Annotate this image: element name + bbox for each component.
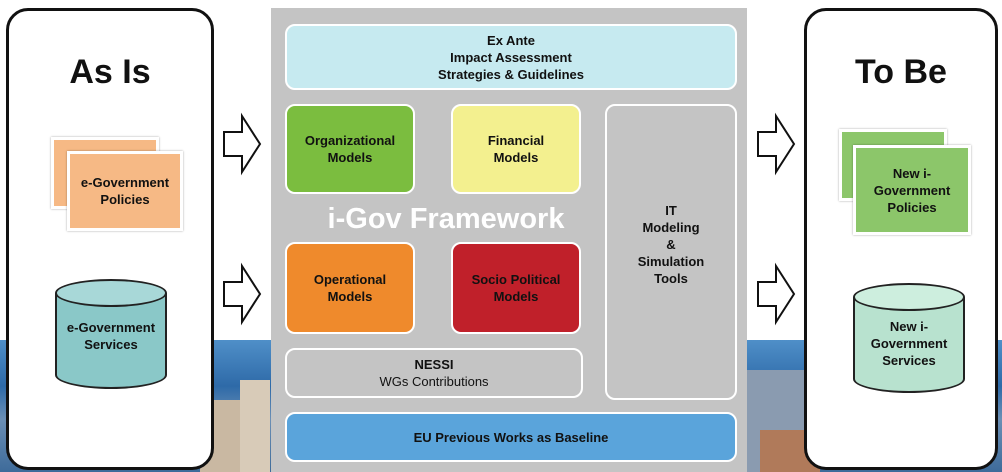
it-tools-line5: Tools xyxy=(654,271,688,286)
operational-line1: Operational xyxy=(313,272,387,287)
socio-political-line1: Socio Political xyxy=(471,272,561,287)
it-tools-line4: Simulation xyxy=(637,254,705,269)
building-shape xyxy=(240,380,270,472)
to-be-services-label: New i-Government Services xyxy=(870,318,948,368)
socio-political-models-box: Socio Political Models xyxy=(451,242,581,334)
financial-line2: Models xyxy=(493,150,539,165)
to-be-title: To Be xyxy=(855,53,947,91)
it-tools-line1: IT xyxy=(665,203,677,218)
ex-ante-line1: Ex Ante xyxy=(487,32,535,48)
as-is-services-cylinder xyxy=(55,279,167,389)
organizational-line2: Models xyxy=(327,150,373,165)
operational-models-box: Operational Models xyxy=(285,242,415,334)
arrow-right-icon xyxy=(757,262,796,326)
policy-document-front xyxy=(853,145,971,235)
as-is-policies-label: e-Government Policies xyxy=(80,175,170,207)
framework-title: i-Gov Framework xyxy=(327,203,565,235)
nessi-title: NESSI xyxy=(414,357,454,372)
ex-ante-line3: Strategies & Guidelines xyxy=(438,66,584,82)
as-is-services-label: e-Government Services xyxy=(66,320,156,352)
nessi-subtitle: WGs Contributions xyxy=(379,374,489,389)
arrow-right-icon xyxy=(757,112,796,176)
policy-document-front xyxy=(67,151,183,231)
eu-baseline-box: EU Previous Works as Baseline xyxy=(285,412,737,462)
i-gov-framework: Ex Ante Impact Assessment Strategies & G… xyxy=(271,8,747,472)
it-modeling-tools-box: IT Modeling & Simulation Tools xyxy=(605,104,737,400)
arrow-right-icon xyxy=(223,262,262,326)
as-is-title: As Is xyxy=(69,53,151,91)
to-be-panel: To Be New i-Government Policies New i-Go… xyxy=(804,8,998,470)
it-tools-line3: & xyxy=(666,237,676,252)
ex-ante-box: Ex Ante Impact Assessment Strategies & G… xyxy=(285,24,737,90)
as-is-panel: As Is e-Government Policies e-Government… xyxy=(6,8,214,470)
ex-ante-line2: Impact Assessment xyxy=(450,49,572,65)
organizational-line1: Organizational xyxy=(304,133,396,148)
financial-line1: Financial xyxy=(487,133,545,148)
to-be-policies-label: New i-Government Policies xyxy=(873,165,951,215)
to-be-services-cylinder xyxy=(853,283,965,393)
organizational-models-box: Organizational Models xyxy=(285,104,415,194)
financial-models-box: Financial Models xyxy=(451,104,581,194)
arrow-right-icon xyxy=(223,112,262,176)
eu-baseline-label: EU Previous Works as Baseline xyxy=(413,429,609,445)
operational-line2: Models xyxy=(327,289,373,304)
it-tools-line2: Modeling xyxy=(642,220,700,235)
socio-political-line2: Models xyxy=(493,289,539,304)
nessi-box: NESSI WGs Contributions xyxy=(285,348,583,398)
